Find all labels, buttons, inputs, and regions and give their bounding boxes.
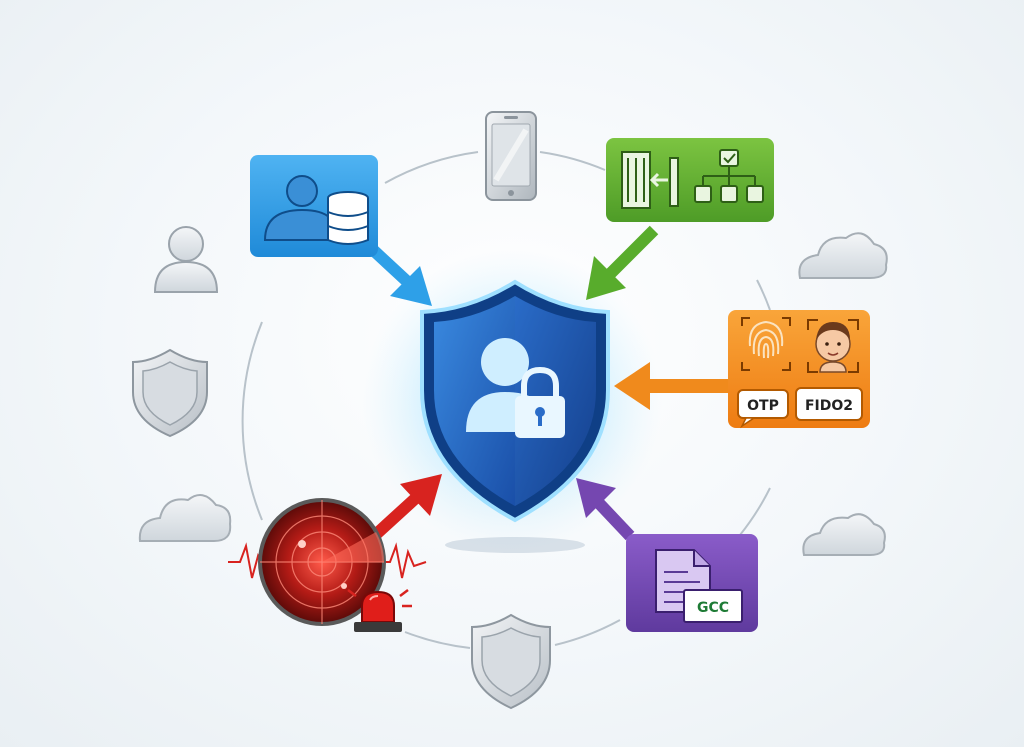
- mfa-card: OTP FIDO2: [728, 310, 870, 429]
- gate-hierarchy-icon: [621, 149, 764, 209]
- arrow-threat-to-center: [367, 474, 442, 543]
- document-certificate-icon: GCC: [655, 549, 743, 623]
- user-database-icon: [263, 175, 369, 245]
- fido2-label: FIDO2: [805, 398, 853, 414]
- compliance-card: GCC: [626, 534, 758, 632]
- arrow-access-to-center: [586, 225, 659, 300]
- shield-icon: [132, 348, 208, 438]
- cloud-icon: [798, 232, 888, 279]
- identity-directory-card: [250, 155, 378, 257]
- arrow-mfa-to-center: [614, 362, 730, 410]
- fingerprint-face-icon: [741, 317, 859, 373]
- otp-badge: OTP: [737, 389, 789, 429]
- orbit-ring: [241, 151, 771, 649]
- gcc-label: GCC: [697, 600, 729, 616]
- shield-shadow: [445, 537, 585, 553]
- shield-user-lock-icon: [420, 279, 610, 523]
- cloud-icon: [138, 494, 232, 542]
- radar-alarm-icon: [228, 498, 427, 632]
- arrow-compliance-to-center: [576, 478, 635, 541]
- user-icon: [153, 226, 219, 293]
- smartphone-icon: [485, 111, 537, 201]
- shield-icon: [471, 613, 551, 710]
- cloud-icon: [802, 513, 886, 556]
- fido2-badge: FIDO2: [795, 387, 863, 421]
- otp-label: OTP: [747, 398, 779, 414]
- access-control-card: [606, 138, 774, 222]
